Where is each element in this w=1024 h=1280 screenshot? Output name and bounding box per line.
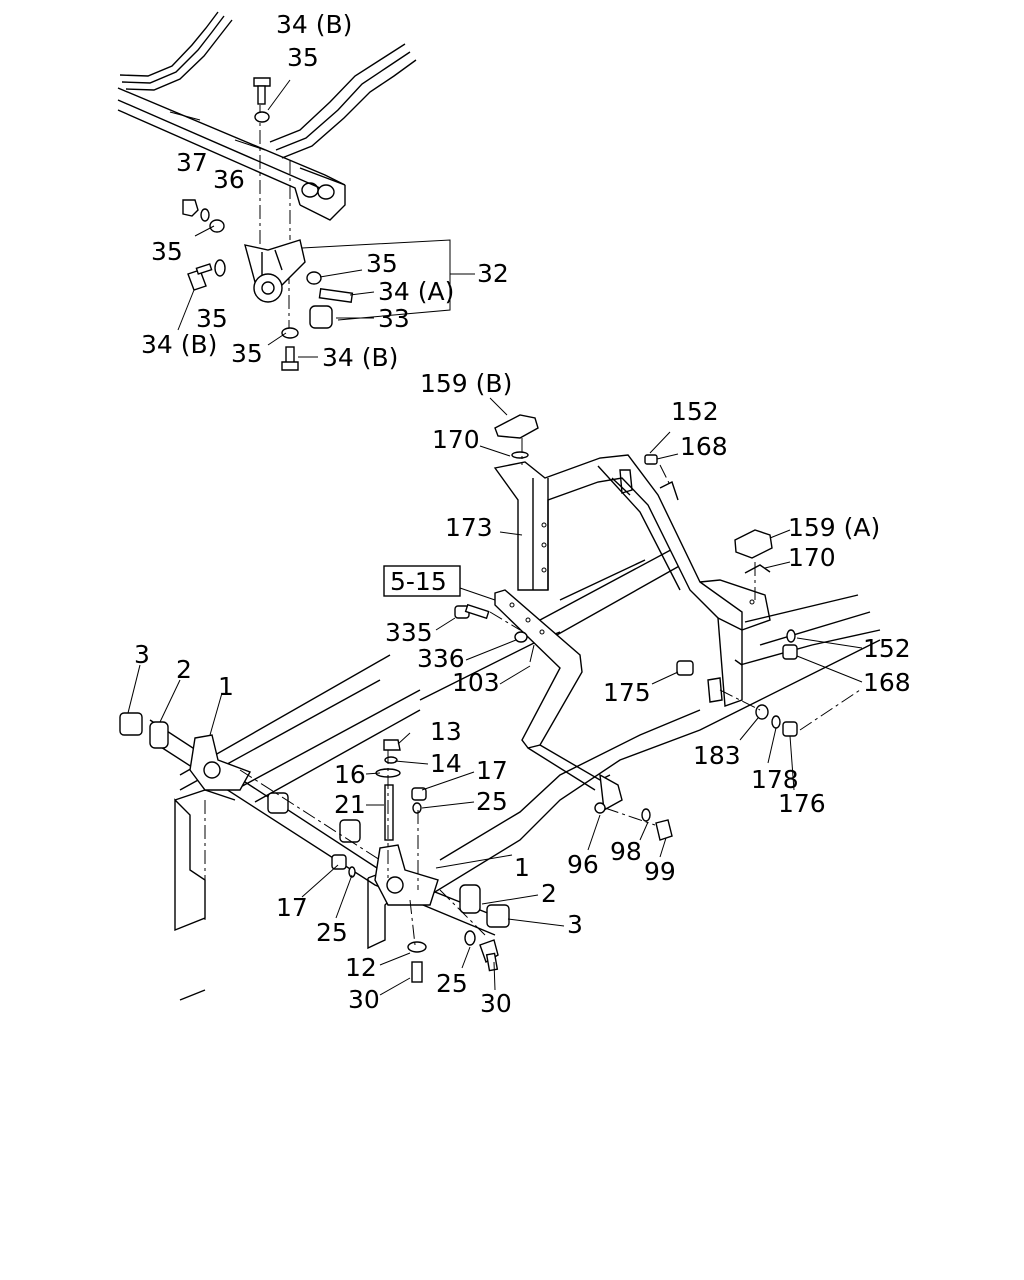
- label-173: 173: [445, 513, 493, 542]
- label-98: 98: [610, 837, 642, 866]
- upper-bracket-assembly: [177, 77, 475, 371]
- label-1-left: 1: [218, 672, 234, 701]
- label-1-right: 1: [514, 853, 530, 882]
- label-25-lower: 25: [316, 918, 348, 947]
- label-336: 336: [417, 644, 465, 673]
- label-17-lower: 17: [276, 893, 308, 922]
- label-32: 32: [477, 259, 509, 288]
- label-37: 37: [176, 148, 208, 177]
- link-rod: [454, 589, 673, 841]
- part-labels: 34 (B) 35 37 36 35 35 34 (A) 32 35 33 34…: [134, 10, 911, 1018]
- label-35-mid: 35: [196, 304, 228, 333]
- label-3-left: 3: [134, 640, 150, 669]
- label-36: 36: [213, 165, 245, 194]
- label-25-upper: 25: [476, 787, 508, 816]
- label-30-left: 30: [348, 985, 380, 1014]
- label-168-top: 168: [680, 432, 728, 461]
- label-35-top: 35: [287, 43, 319, 72]
- hoop-bracket: [493, 414, 861, 737]
- label-13: 13: [430, 717, 462, 746]
- label-96: 96: [567, 850, 599, 879]
- label-35-right: 35: [366, 249, 398, 278]
- label-168-right: 168: [863, 668, 911, 697]
- label-21: 21: [334, 790, 366, 819]
- label-5-15: 5-15: [390, 567, 447, 596]
- label-183: 183: [693, 741, 741, 770]
- label-14: 14: [430, 749, 462, 778]
- label-34b-top: 34 (B): [276, 10, 352, 39]
- stabilizer-bar: [119, 712, 510, 983]
- label-35-bottom: 35: [231, 339, 263, 368]
- label-34b-left: 34 (B): [141, 330, 217, 359]
- label-152-top: 152: [671, 397, 719, 426]
- label-35-left: 35: [151, 237, 183, 266]
- label-12: 12: [345, 953, 377, 982]
- label-175: 175: [603, 678, 651, 707]
- leader-lines: [127, 397, 863, 996]
- label-159b: 159 (B): [420, 369, 512, 398]
- label-152-right: 152: [863, 634, 911, 663]
- label-34a: 34 (A): [378, 277, 454, 306]
- label-33: 33: [378, 304, 410, 333]
- label-30-right: 30: [480, 989, 512, 1018]
- label-335: 335: [385, 618, 433, 647]
- label-34b-bottom: 34 (B): [322, 343, 398, 372]
- label-176: 176: [778, 789, 826, 818]
- label-170-top: 170: [432, 425, 480, 454]
- label-3-right: 3: [567, 910, 583, 939]
- label-16: 16: [334, 760, 366, 789]
- label-25-bottom: 25: [436, 969, 468, 998]
- label-2-right: 2: [541, 879, 557, 908]
- label-170-right: 170: [788, 543, 836, 572]
- upper-frame-rail: [117, 11, 417, 221]
- label-2-left: 2: [176, 655, 192, 684]
- label-103: 103: [452, 668, 500, 697]
- label-178: 178: [751, 765, 799, 794]
- label-99: 99: [644, 857, 676, 886]
- label-159a: 159 (A): [788, 513, 880, 542]
- label-17-upper: 17: [476, 756, 508, 785]
